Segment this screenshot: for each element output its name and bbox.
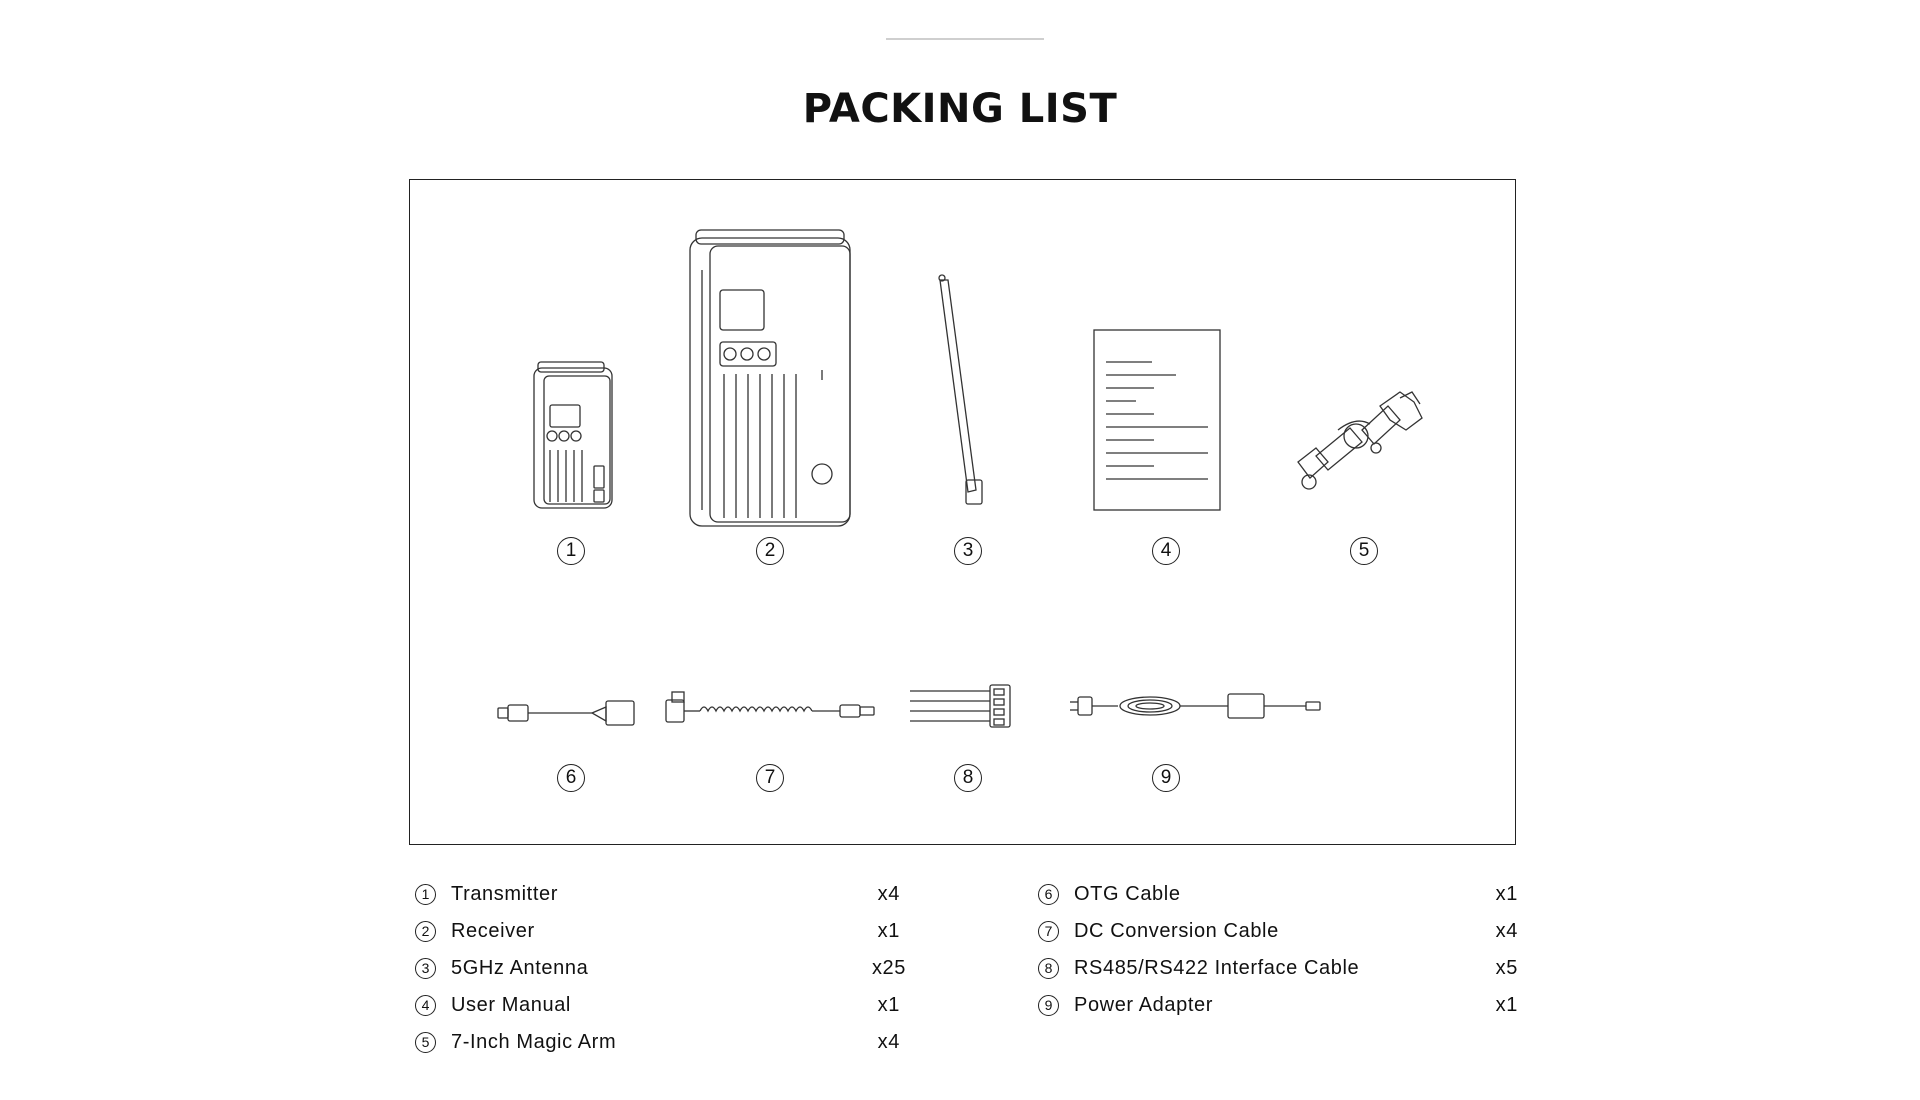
otg-cable-icon: [497, 700, 635, 726]
magic-arm-icon: [1297, 391, 1423, 490]
antenna-icon: [938, 274, 983, 505]
list-item: 4 User Manual x1: [415, 991, 899, 1028]
receiver-icon: [689, 229, 851, 527]
figure-number-3: 3: [954, 537, 982, 565]
item-number: 6: [1038, 884, 1059, 905]
packing-list-right: 6 OTG Cable x1 7 DC Conversion Cable x4 …: [1038, 880, 1518, 1028]
list-item: 9 Power Adapter x1: [1038, 991, 1518, 1028]
item-number: 4: [415, 995, 436, 1016]
item-number: 9: [1038, 995, 1059, 1016]
packing-list-left: 1 Transmitter x4 2 Receiver x1 3 5GHz An…: [415, 880, 905, 1065]
item-quantity: x5: [1495, 957, 1518, 979]
list-item: 3 5GHz Antenna x25: [415, 954, 905, 991]
list-item: 6 OTG Cable x1: [1038, 880, 1518, 917]
item-number: 2: [415, 921, 436, 942]
item-name: 7-Inch Magic Arm: [451, 1031, 617, 1053]
transmitter-icon: [533, 361, 613, 509]
figure-number-1: 1: [557, 537, 585, 565]
packing-illustration-box: 1 2 3 4 5 6 7 8 9: [409, 179, 1516, 845]
item-name: DC Conversion Cable: [1074, 920, 1279, 942]
item-quantity: x4: [877, 883, 900, 905]
item-number: 7: [1038, 921, 1059, 942]
item-number: 5: [415, 1032, 436, 1053]
item-quantity: x4: [1495, 920, 1518, 942]
list-item: 8 RS485/RS422 Interface Cable x5: [1038, 954, 1518, 991]
item-quantity: x4: [877, 1031, 900, 1053]
item-name: Transmitter: [451, 883, 558, 905]
figure-number-5: 5: [1350, 537, 1378, 565]
item-name: RS485/RS422 Interface Cable: [1074, 957, 1360, 979]
figure-number-6: 6: [557, 764, 585, 792]
list-item: 7 DC Conversion Cable x4: [1038, 917, 1518, 954]
item-quantity: x1: [877, 920, 900, 942]
top-divider: [886, 38, 1044, 40]
item-name: User Manual: [451, 994, 571, 1016]
item-name: Power Adapter: [1074, 994, 1213, 1016]
interface-cable-icon: [910, 684, 1011, 728]
list-item: 5 7-Inch Magic Arm x4: [415, 1028, 899, 1065]
item-quantity: x1: [877, 994, 900, 1016]
item-quantity: x25: [871, 957, 906, 979]
item-name: Receiver: [451, 920, 535, 942]
figure-number-9: 9: [1152, 764, 1180, 792]
figure-number-4: 4: [1152, 537, 1180, 565]
item-number: 8: [1038, 958, 1059, 979]
item-name: 5GHz Antenna: [451, 957, 589, 979]
item-quantity: x1: [1495, 883, 1518, 905]
item-number: 1: [415, 884, 436, 905]
item-name: OTG Cable: [1074, 883, 1181, 905]
list-item: 1 Transmitter x4: [415, 880, 899, 917]
item-number: 3: [415, 958, 436, 979]
figure-number-8: 8: [954, 764, 982, 792]
user-manual-icon: [1093, 329, 1221, 511]
figure-number-2: 2: [756, 537, 784, 565]
figure-number-7: 7: [756, 764, 784, 792]
dc-conversion-cable-icon: [665, 691, 875, 723]
page-title: PACKING LIST: [802, 86, 1118, 132]
power-adapter-icon: [1070, 693, 1321, 719]
list-item: 2 Receiver x1: [415, 917, 899, 954]
item-quantity: x1: [1495, 994, 1518, 1016]
